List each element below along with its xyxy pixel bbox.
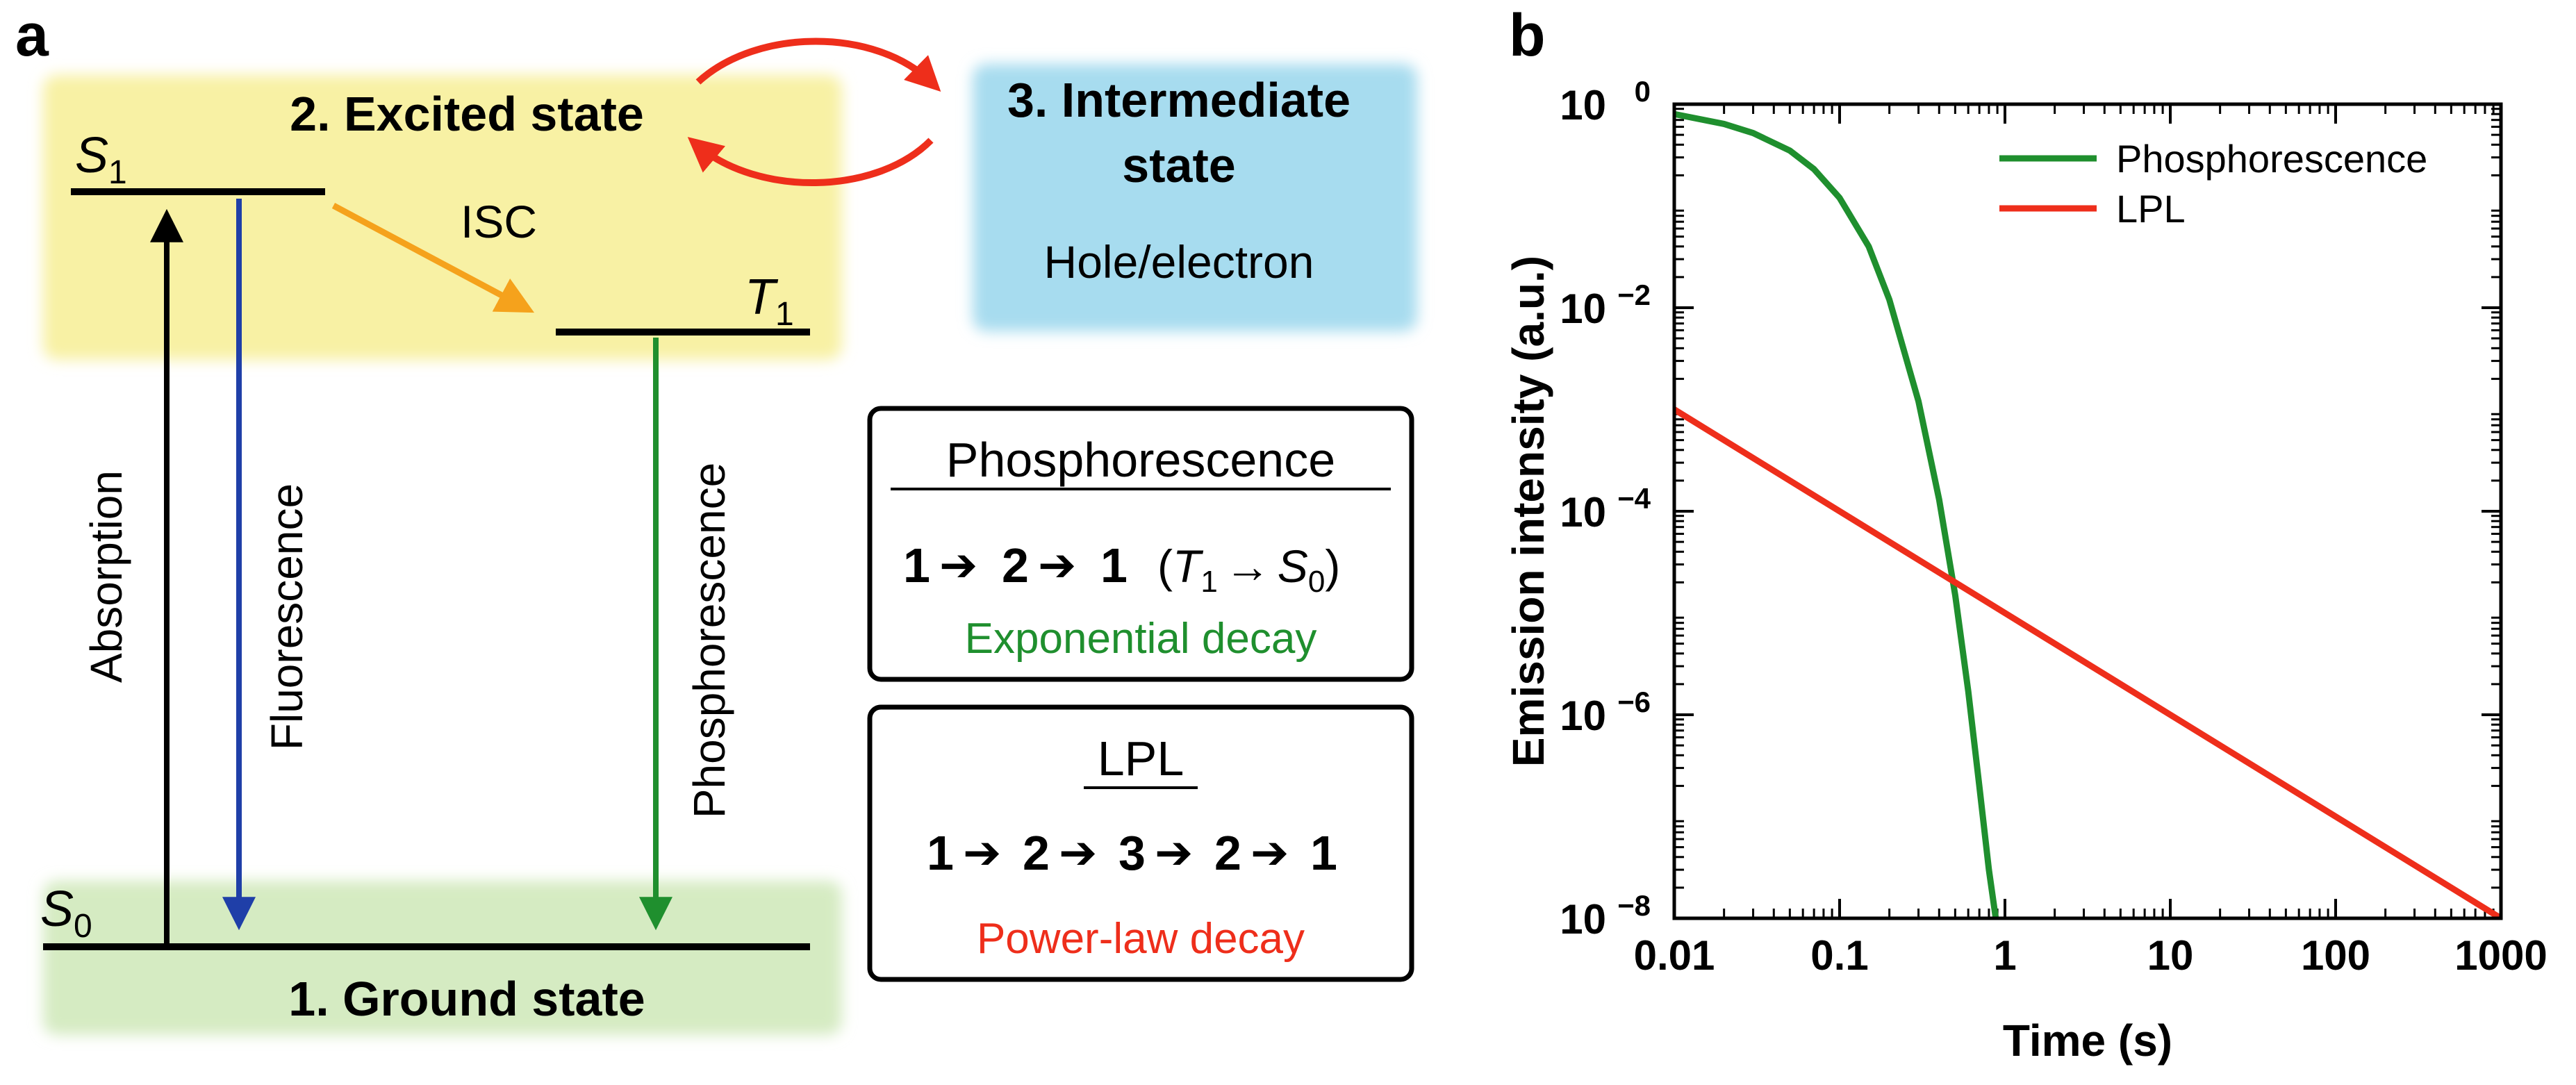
isc-arrow [331,203,535,313]
fluorescence-label: Fluorescence [262,483,312,750]
ground-state-title: 1. Ground state [288,972,645,1026]
intermediate-state-title-line2: state [1122,138,1235,192]
x-tick-label: 10 [2147,932,2194,979]
intermediate-state-region [973,64,1417,331]
y-tick-label: 10 [1560,489,1606,536]
legend-label: LPL [2116,187,2186,231]
x-tick-label: 1000 [2454,932,2547,979]
lpl-step-4: 2 [1214,826,1241,880]
absorption-label: Absorption [81,470,131,683]
phosphorescence-mechanism-box: Phosphorescence 1 ➔ 2 ➔ 1 (T1→S0) Expone… [867,406,1414,682]
excited-state-title: 2. Excited state [290,87,644,141]
x-tick-label: 100 [2301,932,2370,979]
legend-label: Phosphorescence [2116,137,2427,181]
lpl-box-title: LPL [1098,731,1184,786]
y-tick-label: 10 [1560,82,1606,129]
phos-box-title: Phosphorescence [946,433,1335,487]
lpl-step-5: 1 [1310,826,1337,880]
lpl-step-3: 3 [1118,826,1146,880]
arrow-right-icon: ➔ [963,827,1001,878]
s0-label: S0 [40,881,92,945]
x-tick-label: 0.1 [1810,932,1868,979]
plot-frame [1672,102,2503,920]
lpl-decay-type: Power-law decay [977,915,1305,963]
excited-state-region [43,75,842,360]
series-line-lpl [1674,406,2501,918]
y-tick-exponent: −6 [1617,686,1651,718]
cycle-arrow-back [687,137,934,186]
y-tick-label: 10 [1560,285,1606,332]
y-axis-label: Emission intensity (a.u.) [1503,256,1553,767]
panel-a: a 2. Excited state 3. Intermediate state… [15,2,1417,1035]
arrow-right-icon: ➔ [939,539,977,590]
arrow-right-icon: ➔ [1059,827,1097,878]
lpl-step-2: 2 [1023,826,1050,880]
arrow-right-icon: ➔ [1038,539,1076,590]
lpl-mechanism-box: LPL 1 ➔ 2 ➔ 3 ➔ 2 ➔ 1 Power-law decay [867,704,1414,982]
y-tick-exponent: −2 [1617,279,1651,311]
x-tick-label: 1 [1993,932,2016,979]
y-tick-label: 10 [1560,693,1606,739]
y-tick-exponent: −4 [1617,482,1651,515]
isc-label: ISC [461,196,537,247]
lpl-step-1: 1 [927,826,954,880]
phos-decay-type: Exponential decay [965,615,1317,663]
phos-step-3: 1 [1100,538,1128,593]
arrow-right-icon: ➔ [1250,827,1289,878]
panel-label-b: b [1509,2,1546,69]
s1-label: S1 [75,128,127,191]
y-tick-exponent: −8 [1617,889,1651,922]
intermediate-state-title-line1: 3. Intermediate [1007,73,1351,127]
y-tick-exponent: 0 [1635,75,1651,108]
x-axis-label: Time (s) [2003,1016,2172,1066]
phos-step-2: 2 [1002,538,1029,593]
y-tick-label: 10 [1560,896,1606,943]
arrow-right-icon: ➔ [1155,827,1193,878]
phosphorescence-arrow-label: Phosphorescence [684,463,734,818]
phos-step-1: 1 [903,538,930,593]
phos-transition-paren: (T1→S0) [1157,540,1340,599]
x-tick-label: 0.01 [1634,932,1715,979]
cycle-arrow-forward [695,38,941,92]
intermediate-state-carrier: Hole/electron [1044,236,1314,288]
panel-label-a: a [15,2,49,69]
series-line-phosphorescence [1674,110,1999,918]
t1-label: T1 [745,270,794,333]
